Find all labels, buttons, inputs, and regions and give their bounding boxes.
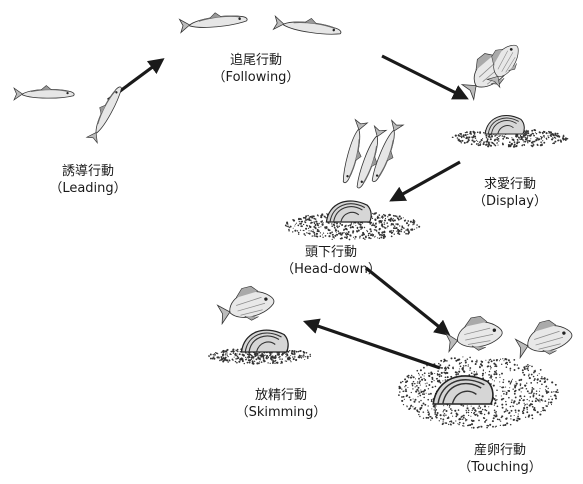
behavior-arrows bbox=[108, 56, 466, 368]
arrow-display-to-headdown bbox=[392, 162, 460, 200]
label-touching: 産卵行動 （Touching） bbox=[458, 442, 541, 476]
label-display-en: （Display） bbox=[473, 193, 547, 210]
label-following-en: （Following） bbox=[213, 69, 300, 86]
fish-skimming bbox=[215, 282, 277, 328]
label-leading-jp: 誘導行動 bbox=[49, 163, 126, 180]
label-touching-jp: 産卵行動 bbox=[458, 442, 541, 459]
fish-leading-rising bbox=[85, 83, 126, 143]
label-following-jp: 追尾行動 bbox=[213, 52, 300, 69]
fish-touching-back bbox=[513, 316, 575, 362]
label-display: 求愛行動 （Display） bbox=[473, 176, 547, 210]
label-skimming: 放精行動 （Skimming） bbox=[236, 387, 327, 421]
fish-following-chaser bbox=[273, 13, 342, 38]
label-headdown: 頭下行動 （Head-down） bbox=[281, 244, 381, 278]
label-leading: 誘導行動 （Leading） bbox=[49, 163, 126, 197]
label-display-jp: 求愛行動 bbox=[473, 176, 547, 193]
label-headdown-en: （Head-down） bbox=[281, 261, 381, 278]
fish-touching-front bbox=[444, 313, 505, 355]
sand-stipple bbox=[208, 128, 568, 428]
label-following: 追尾行動 （Following） bbox=[213, 52, 300, 86]
mussel-touching bbox=[433, 376, 493, 404]
label-touching-en: （Touching） bbox=[458, 459, 541, 476]
fish-leading-horizontal bbox=[14, 86, 74, 100]
mussel-headdown bbox=[326, 201, 371, 222]
arrow-following-to-display bbox=[382, 56, 466, 98]
label-headdown-jp: 頭下行動 bbox=[281, 244, 381, 261]
fish-following-lead bbox=[179, 9, 248, 32]
label-skimming-en: （Skimming） bbox=[236, 404, 327, 421]
label-skimming-jp: 放精行動 bbox=[236, 387, 327, 404]
arrow-touching-to-skimming bbox=[306, 322, 440, 368]
label-leading-en: （Leading） bbox=[49, 180, 126, 197]
mussel-display bbox=[485, 116, 524, 134]
mussel-skimming bbox=[242, 330, 289, 352]
